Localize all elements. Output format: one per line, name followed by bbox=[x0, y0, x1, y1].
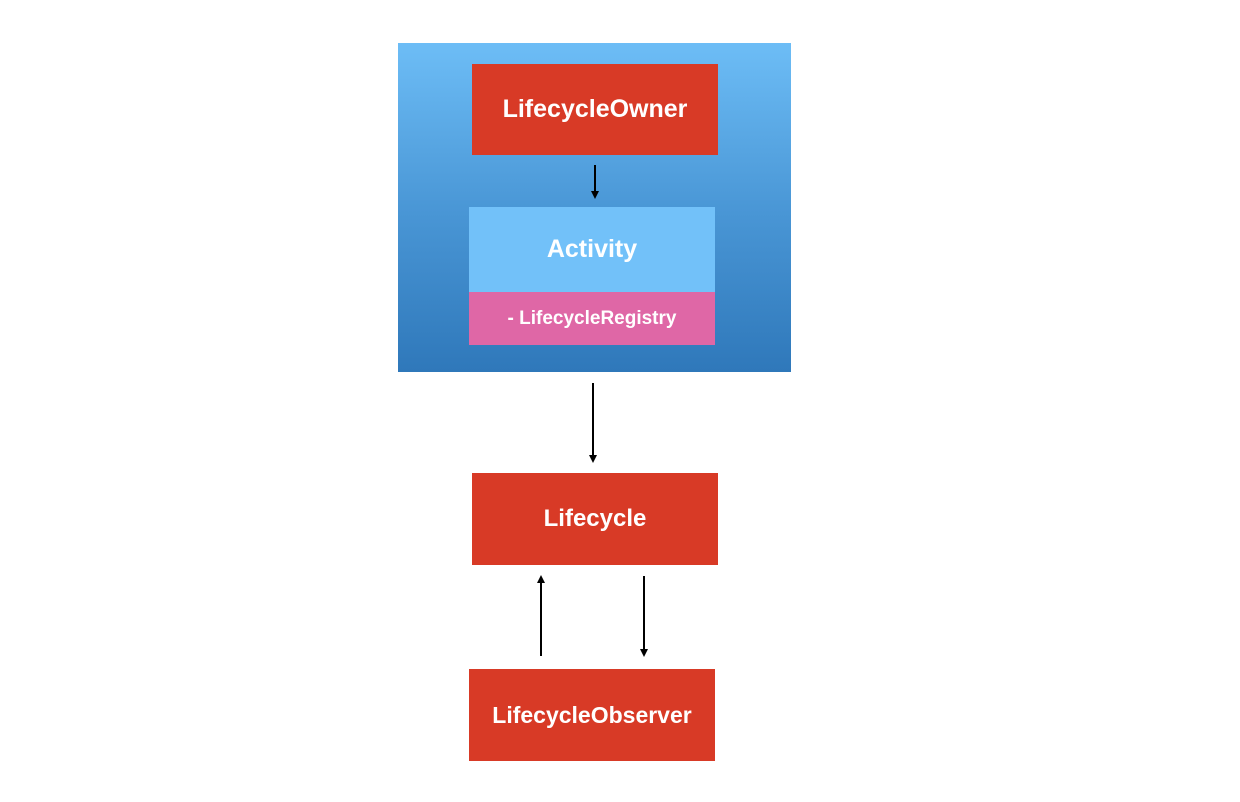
activity-label: Activity bbox=[546, 235, 638, 263]
lifecycle-observer-label: LifecycleObserver bbox=[492, 701, 692, 728]
lifecycle-owner-label: LifecycleOwner bbox=[502, 95, 688, 123]
lifecycle-owner-node: LifecycleOwner bbox=[472, 64, 718, 155]
lifecycle-registry-label: - LifecycleRegistry bbox=[507, 307, 677, 329]
lifecycle-label: Lifecycle bbox=[543, 505, 647, 532]
lifecycle-observer-node: LifecycleObserver bbox=[469, 669, 715, 761]
lifecycle-registry-field: - LifecycleRegistry bbox=[469, 292, 715, 345]
activity-node: Activity bbox=[469, 207, 715, 292]
lifecycle-node: Lifecycle bbox=[472, 473, 718, 565]
